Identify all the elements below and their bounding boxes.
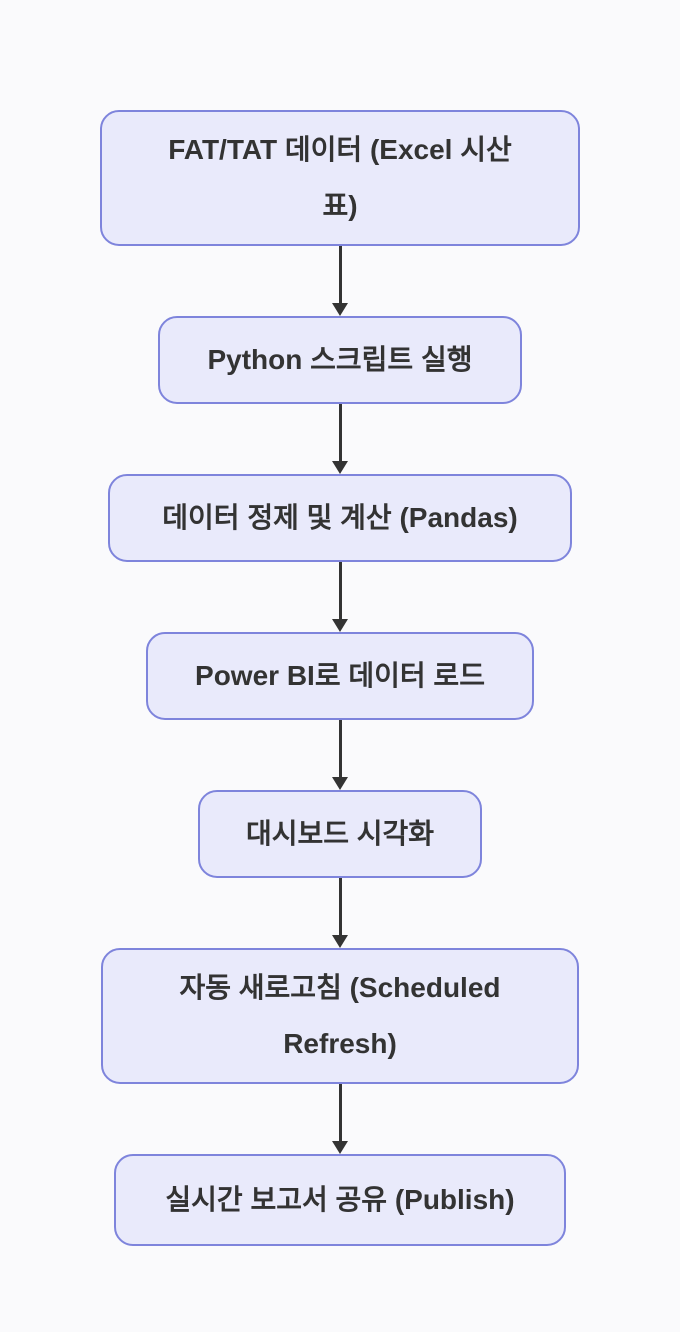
node-label-line: Refresh) [283,1028,397,1059]
arrow-line [338,878,342,936]
arrow-line [338,562,342,620]
flow-arrow [332,246,348,316]
arrow-line [338,1084,342,1142]
flow-arrow [332,404,348,474]
flow-arrow [332,562,348,632]
arrow-head-icon [332,303,348,316]
node-powerbi-load: Power BI로 데이터 로드 [146,632,534,720]
arrow-line [338,720,342,778]
node-label-line: Python 스크립트 실행 [207,344,473,375]
flow-arrow [332,1084,348,1154]
flow-arrow [332,720,348,790]
node-label-line: 실시간 보고서 공유 (Publish) [165,1184,515,1215]
arrow-head-icon [332,461,348,474]
node-label-line: 표) [322,190,358,221]
node-label-line: FAT/TAT 데이터 (Excel 시산 [168,134,512,165]
node-label-line: Power BI로 데이터 로드 [195,660,485,691]
node-publish-share: 실시간 보고서 공유 (Publish) [114,1154,566,1246]
node-label-line: 대시보드 시각화 [245,818,435,849]
node-fat-tat-data: FAT/TAT 데이터 (Excel 시산 표) [100,110,580,246]
arrow-head-icon [332,1141,348,1154]
arrow-line [338,246,342,304]
arrow-line [338,404,342,462]
node-label-line: 자동 새로고침 (Scheduled [179,972,501,1003]
flow-arrow [332,878,348,948]
node-python-script: Python 스크립트 실행 [158,316,522,404]
node-label-line: 데이터 정제 및 계산 (Pandas) [162,502,518,533]
node-data-cleaning-pandas: 데이터 정제 및 계산 (Pandas) [108,474,572,562]
arrow-head-icon [332,935,348,948]
node-dashboard-visualization: 대시보드 시각화 [198,790,482,878]
arrow-head-icon [332,619,348,632]
node-scheduled-refresh: 자동 새로고침 (Scheduled Refresh) [101,948,579,1084]
arrow-head-icon [332,777,348,790]
